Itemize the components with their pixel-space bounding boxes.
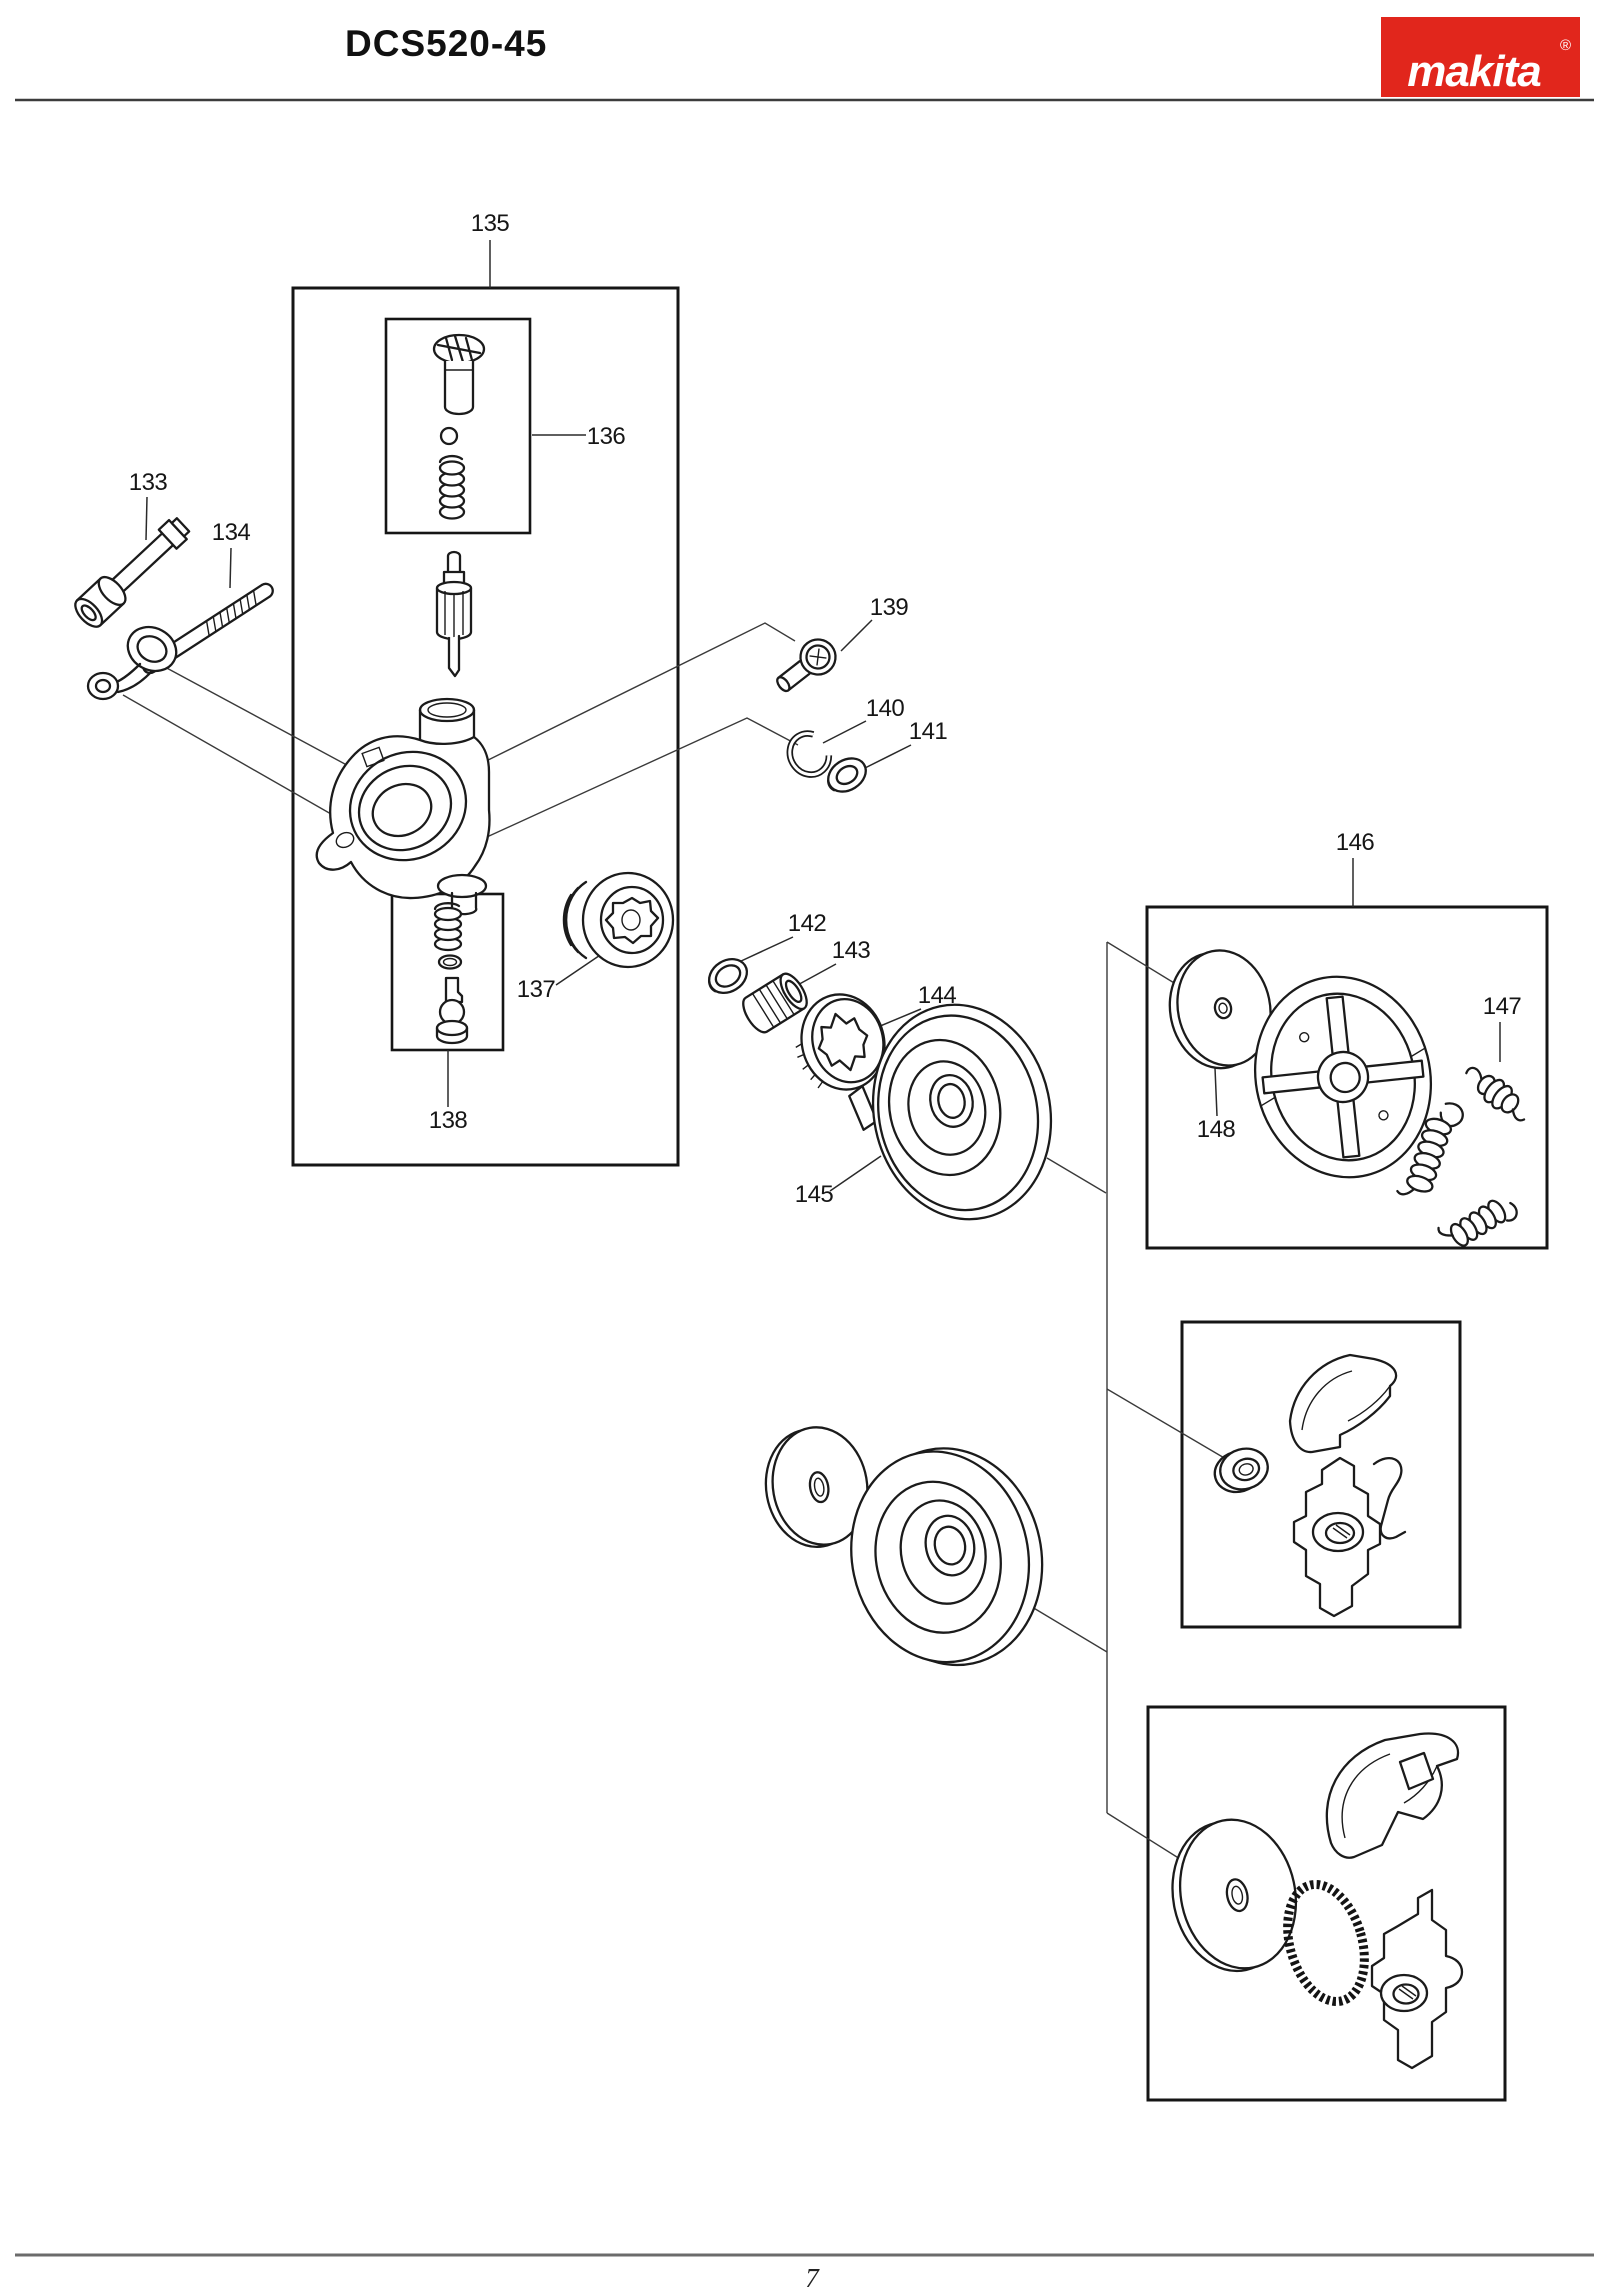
clutch-hub-bushing-drawing xyxy=(1213,1447,1269,1494)
part-label-146: 146 xyxy=(1336,829,1375,856)
part-140-snap-ring-drawing xyxy=(786,730,833,778)
label-line-140 xyxy=(822,720,867,744)
label-line-133 xyxy=(145,496,148,541)
label-line-148 xyxy=(1214,1067,1218,1117)
part-137-worm-gear-drawing xyxy=(562,871,675,969)
part-label-148: 148 xyxy=(1197,1116,1236,1143)
clutch-drum-2-drawing xyxy=(850,1447,1044,1667)
part-136-kit-drawing xyxy=(432,333,486,520)
part-141-washer-drawing xyxy=(827,757,867,793)
valve-pin xyxy=(435,976,469,1045)
part-label-141: 141 xyxy=(909,718,948,745)
assembly-box-146 xyxy=(1145,905,1549,1250)
part-label-134: 134 xyxy=(212,519,251,546)
part-label-140: 140 xyxy=(866,695,905,722)
part-label-138: 138 xyxy=(429,1107,468,1134)
oil-pump-body-drawing xyxy=(315,697,491,916)
part-label-142: 142 xyxy=(788,910,827,937)
part-label-135: 135 xyxy=(471,210,510,237)
label-line-139 xyxy=(840,619,873,652)
clutch-spring-a-drawing xyxy=(1396,1102,1464,1196)
assembly-box-135 xyxy=(291,286,680,1167)
page-number: 7 xyxy=(805,2263,820,2293)
part-144-sprocket-rim-drawing xyxy=(795,993,886,1091)
assembly-box-136 xyxy=(384,317,532,535)
clutch-spring-b-drawing xyxy=(1437,1199,1518,1247)
makita-logo: makita ® xyxy=(1381,17,1580,97)
clutch-clip-spring-drawing xyxy=(1372,1457,1407,1540)
part-138-kit-drawing xyxy=(433,902,469,1045)
assembly-box-middle xyxy=(1180,1320,1462,1629)
part-label-139: 139 xyxy=(870,594,909,621)
registered-mark: ® xyxy=(1560,37,1571,54)
clutch-shoe-bottom-drawing xyxy=(1325,1732,1460,1859)
washer-bottom-drawing xyxy=(1171,1818,1298,1973)
part-label-136: 136 xyxy=(587,423,626,450)
leader-lines xyxy=(122,622,1227,1865)
pump-shaft-drawing xyxy=(435,550,473,678)
part-label-137: 137 xyxy=(517,976,556,1003)
logo-background xyxy=(1381,17,1580,97)
part-labels: 133 134 135 136 137 138 139 140 141 142 … xyxy=(129,210,1522,1208)
bracket-to-box-bottom xyxy=(1106,1812,1189,1865)
label-line-134 xyxy=(229,547,232,589)
part-label-143: 143 xyxy=(832,937,871,964)
washer-2-drawing xyxy=(764,1426,869,1549)
part-148-washer-drawing xyxy=(1168,949,1272,1070)
leader-pump-to-140 xyxy=(475,717,799,843)
part-label-133: 133 xyxy=(129,469,168,496)
oil-elbow-fitting-drawing xyxy=(86,625,178,701)
leader-drum145-to-bracket xyxy=(1046,1157,1107,1194)
leader-134-to-pump xyxy=(122,694,353,827)
part-142-ring-drawing xyxy=(708,957,748,995)
assembly-box-bottom xyxy=(1146,1705,1507,2102)
o-ring xyxy=(437,954,463,970)
part-143-bearing-drawing xyxy=(742,972,808,1034)
logo-wordmark: makita xyxy=(1407,47,1541,96)
leader-drum2-to-bracket xyxy=(1021,1600,1108,1653)
garter-spring-ring-drawing xyxy=(1283,1879,1369,2007)
bracket-to-box-146 xyxy=(1106,941,1185,990)
part-label-145: 145 xyxy=(795,1181,834,1208)
part-146-clutch-assembly-drawing xyxy=(1253,975,1433,1179)
part-139-screw-drawing xyxy=(776,638,837,693)
part-147-spring-drawing xyxy=(1465,1066,1526,1122)
label-line-142 xyxy=(738,936,794,963)
clutch-center-bottom-drawing xyxy=(1370,1888,1464,2070)
clutch-center-mid-drawing xyxy=(1292,1456,1382,1618)
part-133-bolt-drawing xyxy=(74,517,191,628)
page-title: DCS520-45 xyxy=(345,23,547,64)
check-ball xyxy=(439,426,459,446)
bracket-to-box-middle xyxy=(1106,1388,1227,1460)
leader-pump-to-139 xyxy=(471,622,796,769)
part-label-147: 147 xyxy=(1483,993,1522,1020)
label-line-145 xyxy=(829,1155,882,1192)
spring-138 xyxy=(433,902,463,952)
clutch-shoe-mid-drawing xyxy=(1288,1353,1398,1454)
part-145-clutch-drum-drawing xyxy=(848,1003,1053,1221)
spring-136 xyxy=(438,454,466,520)
label-line-141 xyxy=(860,744,912,771)
